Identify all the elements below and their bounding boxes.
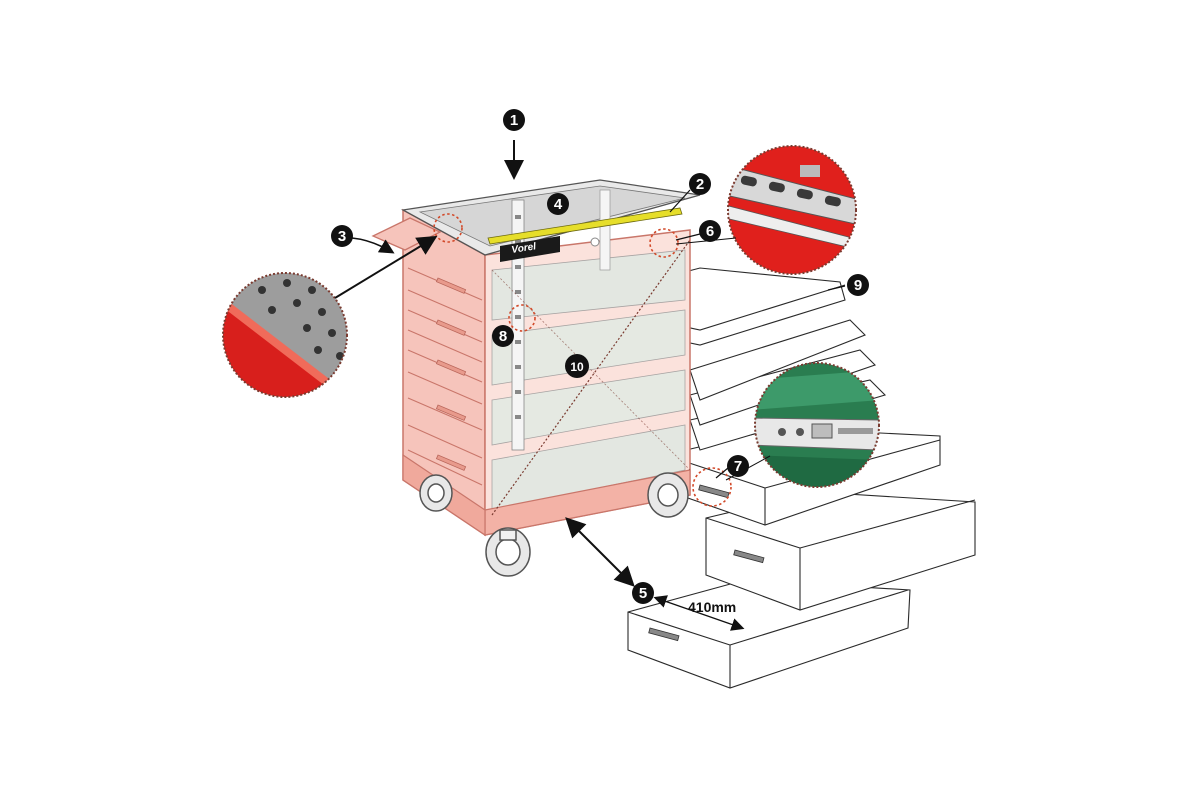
perforated-post — [511, 199, 525, 451]
svg-text:9: 9 — [854, 277, 862, 294]
callout-1: 1 — [503, 109, 525, 131]
line-9 — [827, 285, 846, 291]
marker-rear-post — [649, 228, 679, 258]
svg-text:8: 8 — [499, 328, 507, 345]
arrow-zoom-left — [334, 235, 438, 299]
callouts: 1 2 3 4 5 6 7 8 9 10 — [331, 109, 869, 604]
zoom-perforated-rail — [727, 145, 857, 275]
svg-text:2: 2 — [696, 176, 704, 193]
callout-2: 2 — [689, 173, 711, 195]
yellow-rail — [487, 207, 683, 245]
zoom-perforated-surface — [222, 272, 348, 398]
line-6 — [675, 233, 701, 241]
callout-4: 4 — [547, 193, 569, 215]
wheel-front-left — [485, 527, 531, 577]
highlight-markers — [433, 213, 732, 507]
callout-5: 5 — [632, 582, 654, 604]
marker-top-surface — [433, 213, 463, 243]
callout-9: 9 — [847, 274, 869, 296]
svg-text:5: 5 — [639, 585, 647, 602]
svg-text:7: 7 — [734, 458, 742, 475]
zoom-drawer-slide — [754, 362, 880, 488]
svg-text:4: 4 — [554, 196, 563, 213]
callout-7: 7 — [727, 455, 749, 477]
connectors — [334, 140, 846, 587]
callout-3: 3 — [331, 225, 353, 247]
arrow-3 — [351, 237, 395, 254]
logo-text: Vorel — [511, 241, 537, 256]
svg-text:1: 1 — [510, 112, 518, 129]
marker-drawer-slide — [692, 467, 732, 507]
callout-8: 8 — [492, 325, 514, 347]
svg-text:10: 10 — [570, 360, 584, 374]
callout-6: 6 — [699, 220, 721, 242]
svg-text:3: 3 — [338, 228, 346, 245]
wheel-rear-left — [419, 474, 453, 512]
logo-plate — [500, 236, 560, 262]
wheel-front-right — [647, 472, 689, 518]
line-2 — [669, 189, 691, 213]
svg-text:6: 6 — [706, 223, 714, 240]
callout-10: 10 — [565, 354, 589, 378]
marker-bolt — [508, 304, 536, 332]
drawer-6 — [689, 319, 866, 401]
dimension-410mm: 410mm — [653, 595, 745, 631]
cabinet-body: Vorel — [371, 179, 701, 537]
line-7 — [715, 467, 729, 479]
arrow-5 — [565, 517, 635, 587]
lock — [590, 237, 600, 247]
wheels — [419, 472, 689, 577]
dimension-label: 410mm — [688, 599, 736, 615]
